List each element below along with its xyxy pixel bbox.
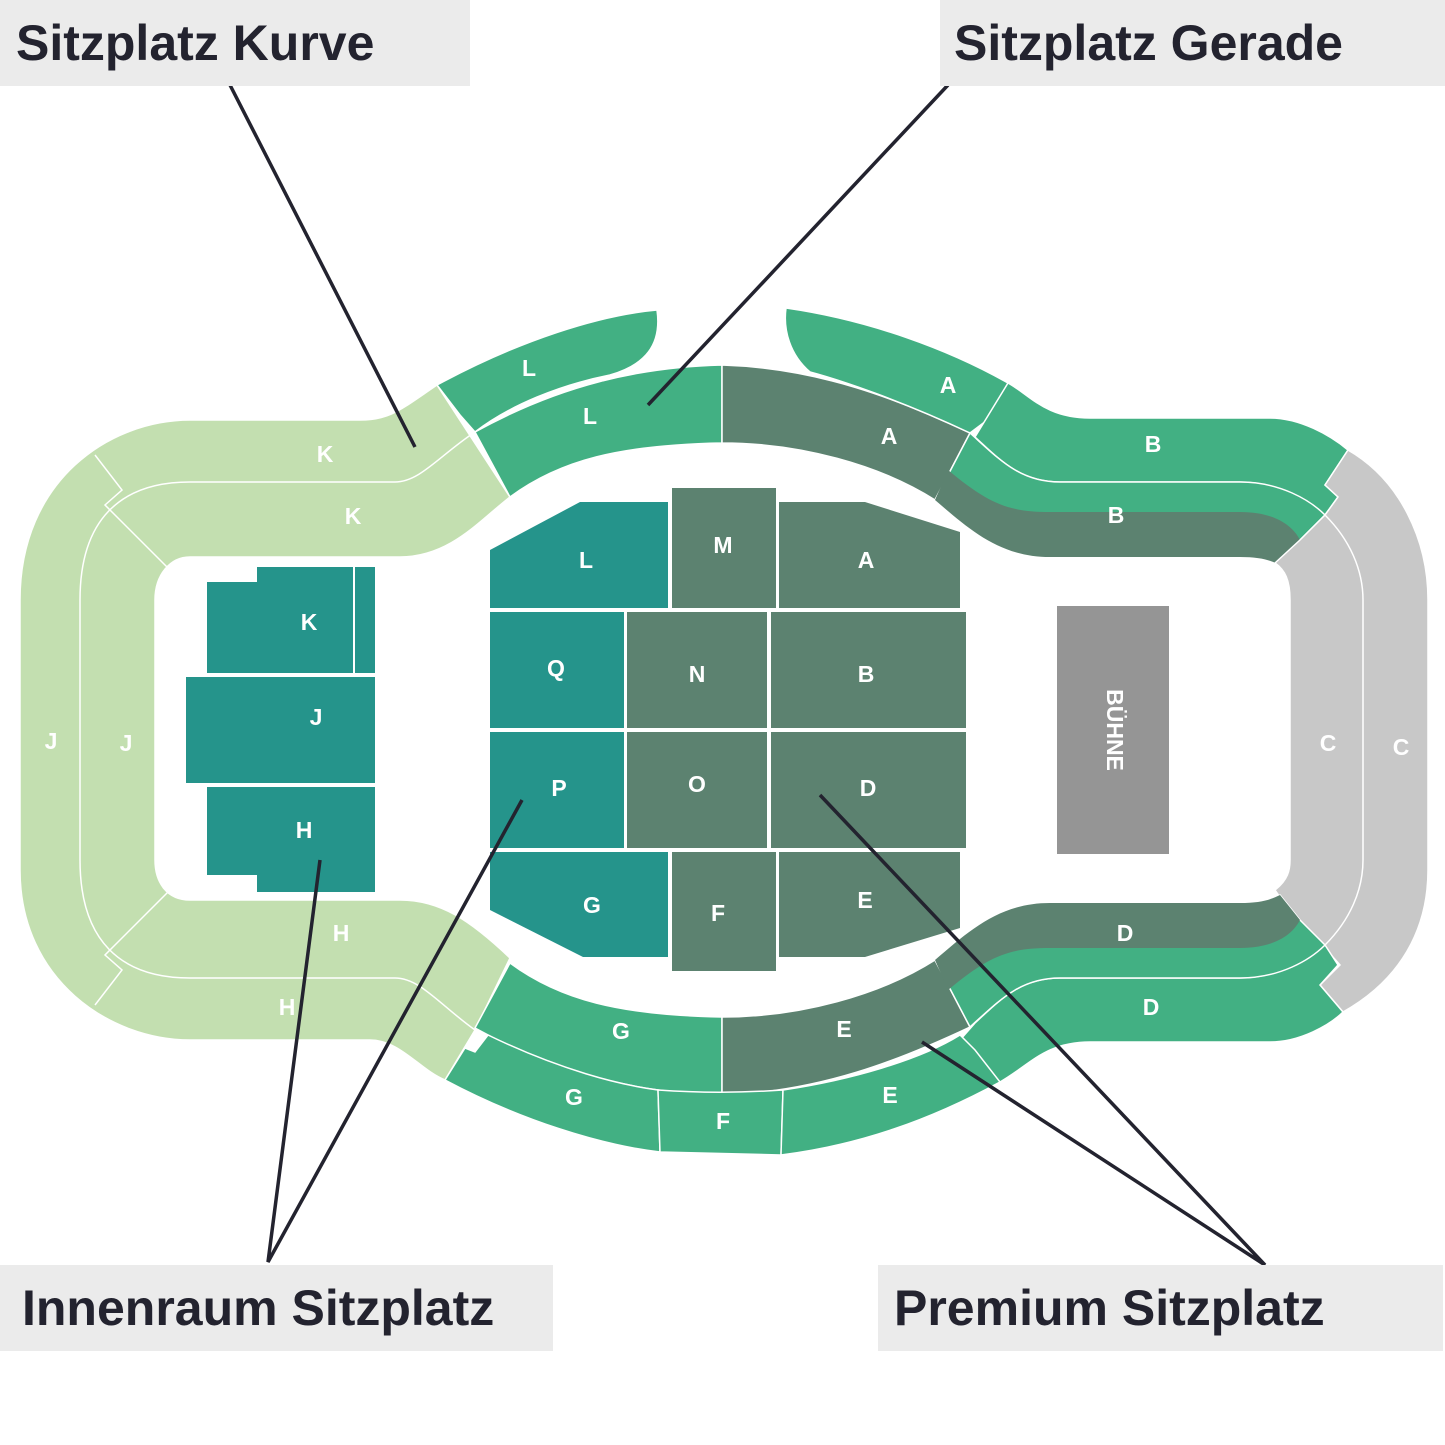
floor-g[interactable]: [490, 852, 668, 957]
label-d-inner: D: [1117, 920, 1134, 946]
stage: [1057, 606, 1169, 854]
label-j-outer: J: [45, 728, 58, 754]
callout-sitzplatz-gerade: Sitzplatz Gerade: [940, 0, 1445, 86]
label-floor-e: E: [857, 887, 872, 913]
label-d-outer: D: [1143, 994, 1160, 1020]
label-k-outer: K: [317, 441, 334, 467]
label-h-outer: H: [279, 994, 296, 1020]
label-c-inner: C: [1320, 730, 1337, 756]
section-a-outer[interactable]: [784, 307, 1009, 434]
label-j-inner: J: [120, 730, 133, 756]
label-f-outer: F: [716, 1108, 730, 1134]
floor-k[interactable]: [207, 567, 353, 673]
floor-e[interactable]: [779, 852, 960, 957]
label-g-outer: G: [565, 1084, 583, 1110]
floor-m[interactable]: [672, 488, 776, 608]
label-e-outer: E: [882, 1082, 897, 1108]
label-floor-j: J: [310, 704, 323, 730]
floor-h[interactable]: [207, 787, 375, 892]
floor-d[interactable]: [771, 732, 966, 848]
floor-l[interactable]: [490, 502, 668, 608]
label-floor-f: F: [711, 900, 725, 926]
floor-f[interactable]: [672, 852, 776, 971]
label-g-inner: G: [612, 1018, 630, 1044]
callout-sitzplatz-kurve: Sitzplatz Kurve: [0, 0, 470, 86]
label-l-outer: L: [522, 355, 536, 381]
label-floor-q: Q: [547, 655, 565, 681]
kurve-ring-divider: [79, 431, 476, 1031]
label-floor-m: M: [713, 532, 732, 558]
label-h-inner: H: [333, 920, 350, 946]
label-a-inner: A: [881, 423, 898, 449]
floor-j[interactable]: [186, 677, 375, 783]
section-b-inner-premium[interactable]: [935, 470, 1300, 565]
c-ring-divider: [1324, 514, 1364, 946]
floor-q[interactable]: [490, 612, 624, 728]
label-l-inner: L: [583, 403, 597, 429]
label-floor-g: G: [583, 892, 601, 918]
callout-innenraum-sitzplatz: Innenraum Sitzplatz: [0, 1265, 553, 1351]
floor-a[interactable]: [779, 502, 960, 608]
label-floor-p: P: [551, 775, 566, 801]
callout-premium-sitzplatz: Premium Sitzplatz: [878, 1265, 1443, 1351]
callout-line-gerade: [646, 83, 950, 407]
callout-line-innenraum: [266, 799, 524, 1263]
stage-label: BÜHNE: [1102, 689, 1128, 771]
section-l-outer[interactable]: [435, 309, 659, 434]
label-b-inner: B: [1108, 502, 1125, 528]
label-floor-a: A: [858, 547, 875, 573]
label-floor-h: H: [296, 817, 313, 843]
floor-b[interactable]: [771, 612, 966, 728]
section-kurve-left[interactable]: [19, 383, 512, 1081]
label-floor-l: L: [579, 547, 593, 573]
kurve-section-dividers: [94, 454, 169, 1006]
label-floor-o: O: [688, 771, 706, 797]
floor-p[interactable]: [490, 732, 624, 848]
floor-o[interactable]: [627, 732, 767, 848]
section-e-outer[interactable]: [780, 1034, 1002, 1156]
label-floor-b: B: [858, 661, 875, 687]
label-floor-n: N: [689, 661, 706, 687]
label-floor-d: D: [860, 775, 877, 801]
label-b-outer: B: [1145, 431, 1162, 457]
label-c-outer: C: [1393, 734, 1410, 760]
label-e-inner: E: [836, 1016, 851, 1042]
label-a-outer: A: [940, 372, 957, 398]
floor-n[interactable]: [627, 612, 767, 728]
label-k-inner: K: [345, 503, 362, 529]
floor-k-strip[interactable]: [355, 567, 375, 673]
section-d-inner-premium[interactable]: [935, 895, 1300, 990]
label-floor-k: K: [301, 609, 318, 635]
callout-line-kurve: [228, 84, 417, 448]
